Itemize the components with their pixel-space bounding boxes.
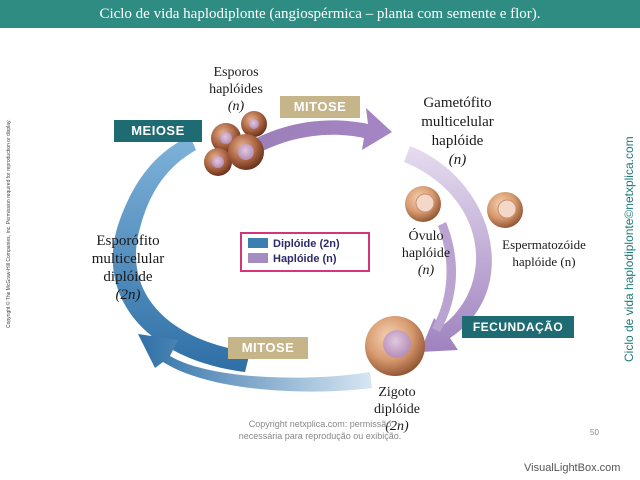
fecundacao-tag: FECUNDAÇÃO (462, 316, 574, 338)
ovule-label: Óvulo haplóide (n) (401, 229, 451, 278)
page-number: 50 (590, 428, 599, 437)
zygote-label: Zigoto diplóide (2n) (374, 385, 420, 434)
gametophyte-label: Gametófito multicelular haplóide (n) (421, 95, 494, 168)
mitose-top-tag: MITOSE (280, 96, 360, 118)
sperm-cell (487, 192, 523, 228)
haploid-arrow-right (404, 146, 492, 352)
diploid-arrow-left (112, 136, 250, 372)
sporophyte-label: Esporófito multicelular diplóide (2n) (91, 233, 165, 303)
mitose-bottom-tag: MITOSE (228, 337, 308, 359)
spores-cluster (204, 111, 267, 176)
haploid-arrow-top (236, 108, 392, 162)
sperm-label: Espermatozóide haplóide (n) (502, 237, 586, 269)
ovule-cell (405, 186, 441, 222)
page-title: Ciclo de vida haplodiplonte (angiospérmi… (0, 0, 640, 28)
site-vertical-caption: Ciclo de vida haplodiplonte©netxplica.co… (622, 136, 636, 362)
legend-haploid: Haplóide (n) (248, 252, 337, 266)
watermark: VisualLightBox.com (524, 462, 621, 474)
meiose-tag: MEIOSE (114, 120, 202, 142)
legend: Diplóide (2n) Haplóide (n) (240, 232, 370, 272)
copyright-vertical: Copyright © The McGraw-Hill Companies, I… (6, 119, 12, 328)
footer-copyright: Copyright netxplica.com: permissão neces… (238, 419, 402, 441)
haploid-arrow-right-inner (432, 222, 457, 332)
life-cycle-diagram (112, 108, 523, 392)
legend-diploid: Diplóide (2n) (248, 237, 340, 251)
spores-label: Esporos haplóides (n) (209, 65, 263, 114)
zygote-cell (365, 316, 425, 376)
diploid-arrow-bottom (138, 334, 372, 392)
